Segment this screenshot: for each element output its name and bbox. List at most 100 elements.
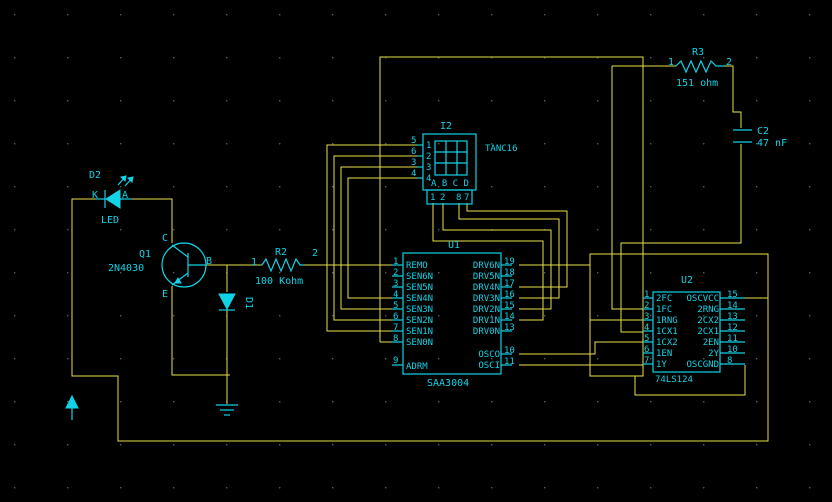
power-input-arrow-icon <box>65 394 79 420</box>
u1-body <box>402 252 502 375</box>
c2-ref: C2 <box>757 126 769 137</box>
u1-pin-name: DRV3N <box>473 294 500 304</box>
u1-pin-number: 1 <box>393 257 398 267</box>
u2-pin-name: 1CX1 <box>656 327 678 337</box>
i2-col-pin-number: 2 <box>440 193 445 203</box>
i2-row-label: 2 <box>426 152 431 162</box>
u2-pin-number: 2 <box>644 301 649 311</box>
i2-value: TANC16 <box>485 144 518 154</box>
i2-row-label: 4 <box>426 174 431 184</box>
i2-pin-number: 6 <box>411 147 416 157</box>
i2-ref: I2 <box>440 121 452 132</box>
u1-pin-number: 8 <box>393 334 398 344</box>
q1-value: 2N4030 <box>108 263 144 274</box>
u2-body <box>652 291 721 373</box>
d2-pin-k: K <box>92 190 98 201</box>
q1-pin-e: E <box>162 289 168 300</box>
u2-pin-number: 10 <box>727 345 738 355</box>
r3-pin2: 2 <box>726 57 732 68</box>
u1-pin-name: SEN5N <box>406 283 433 293</box>
r2-pin2: 2 <box>312 248 318 259</box>
diode-body-icon <box>218 293 236 311</box>
resistor-r3[interactable]: R3 1 2 151 ohm <box>668 47 732 89</box>
u2-value: 74LS124 <box>655 375 693 385</box>
r3-value: 151 ohm <box>676 78 718 89</box>
u1-pin-number: 19 <box>504 257 515 267</box>
q1-pin-b: B <box>206 256 212 267</box>
u2-pin-number: 3 <box>644 312 649 322</box>
u2-pin-number: 13 <box>727 312 738 322</box>
u1-pin-name: OSCI <box>478 361 500 371</box>
u2-pin-name: 2Y <box>708 349 719 359</box>
u1-pin-number: 14 <box>504 312 515 322</box>
u2-pin-name: 2CX2 <box>697 316 719 326</box>
u1-pin-number: 9 <box>393 356 398 366</box>
u1-pin-number: 4 <box>393 290 398 300</box>
c2-value: 47 nF <box>757 138 787 149</box>
q1-ref: Q1 <box>139 249 151 260</box>
resistor-zigzag-icon <box>261 257 304 273</box>
r2-value: 100 Kohm <box>255 276 303 287</box>
i2-row-label: 3 <box>426 163 431 173</box>
u1-pin-name: DRV0N <box>473 327 500 337</box>
u2-ref: U2 <box>681 275 693 286</box>
ground-icon <box>216 404 238 416</box>
diode-d1[interactable]: D1 <box>218 293 254 311</box>
u2-pin-number: 1 <box>644 290 649 300</box>
u1-pin-number: 15 <box>504 301 515 311</box>
u1-pin-name: SEN6N <box>406 272 433 282</box>
u1-pin-name: DRV6N <box>473 261 500 271</box>
u2-pin-number: 4 <box>644 323 649 333</box>
u1-ref: U1 <box>448 240 460 251</box>
i2-col-labels: A B C D <box>431 179 469 189</box>
u1-pin-name: DRV4N <box>473 283 500 293</box>
i2-pin-number: 5 <box>411 136 416 146</box>
u1-pin-number: 7 <box>393 323 398 333</box>
capacitor-c2[interactable]: C2 47 nF <box>733 126 787 149</box>
u1-pin-number: 2 <box>393 268 398 278</box>
u1-pin-number: 18 <box>504 268 515 278</box>
u2-pin-number: 14 <box>727 301 738 311</box>
u1-pin-name: SEN1N <box>406 327 433 337</box>
u1-pin-name: SEN4N <box>406 294 433 304</box>
i2-col-pin-number: 7 <box>464 193 469 203</box>
u2-pin-name: 2EN <box>703 338 719 348</box>
d2-ref: D2 <box>89 170 101 181</box>
u2-pin-number: 7 <box>644 356 649 366</box>
u2-pin-number: 6 <box>644 345 649 355</box>
r3-ref: R3 <box>692 47 704 58</box>
resistor-zigzag-icon <box>675 59 725 74</box>
led-body-icon <box>105 189 121 209</box>
u1-pin-name: SEN0N <box>406 338 433 348</box>
u2-pin-name: OSCVCC <box>686 294 719 304</box>
u1-pin-name: ADRM <box>406 362 428 372</box>
led-d2[interactable]: D2 K A LED <box>89 170 134 226</box>
u1-pin-number: 17 <box>504 279 515 289</box>
u2-pin-name: 1Y <box>656 360 667 370</box>
transistor-q1[interactable]: Q1 2N4030 C B E <box>108 233 212 300</box>
q1-pin-c: C <box>162 233 168 244</box>
u2-pin-name: 1CX2 <box>656 338 678 348</box>
r2-pin1: 1 <box>251 257 257 268</box>
resistor-r2[interactable]: R2 1 2 100 Kohm <box>251 247 318 287</box>
keypad-grid-icon <box>434 140 468 176</box>
u2-pin-name: 1RNG <box>656 316 678 326</box>
u1-pin-number: 16 <box>504 290 515 300</box>
u1-pin-name: OSCO <box>478 350 500 360</box>
u2-pin-name: 2FC <box>656 294 672 304</box>
u2-pin-number: 11 <box>727 334 738 344</box>
d2-pin-a: A <box>122 190 128 201</box>
u1-pin-number: 6 <box>393 312 398 322</box>
u2-pin-number: 8 <box>727 356 732 366</box>
i2-col-pin-number: 8 <box>456 193 461 203</box>
d2-value: LED <box>101 215 119 226</box>
u2-pin-number: 12 <box>727 323 738 333</box>
u1-pin-name: SEN2N <box>406 316 433 326</box>
i2-row-label: 1 <box>426 141 431 151</box>
u1-pin-number: 13 <box>504 323 515 333</box>
u1-pin-name: DRV5N <box>473 272 500 282</box>
